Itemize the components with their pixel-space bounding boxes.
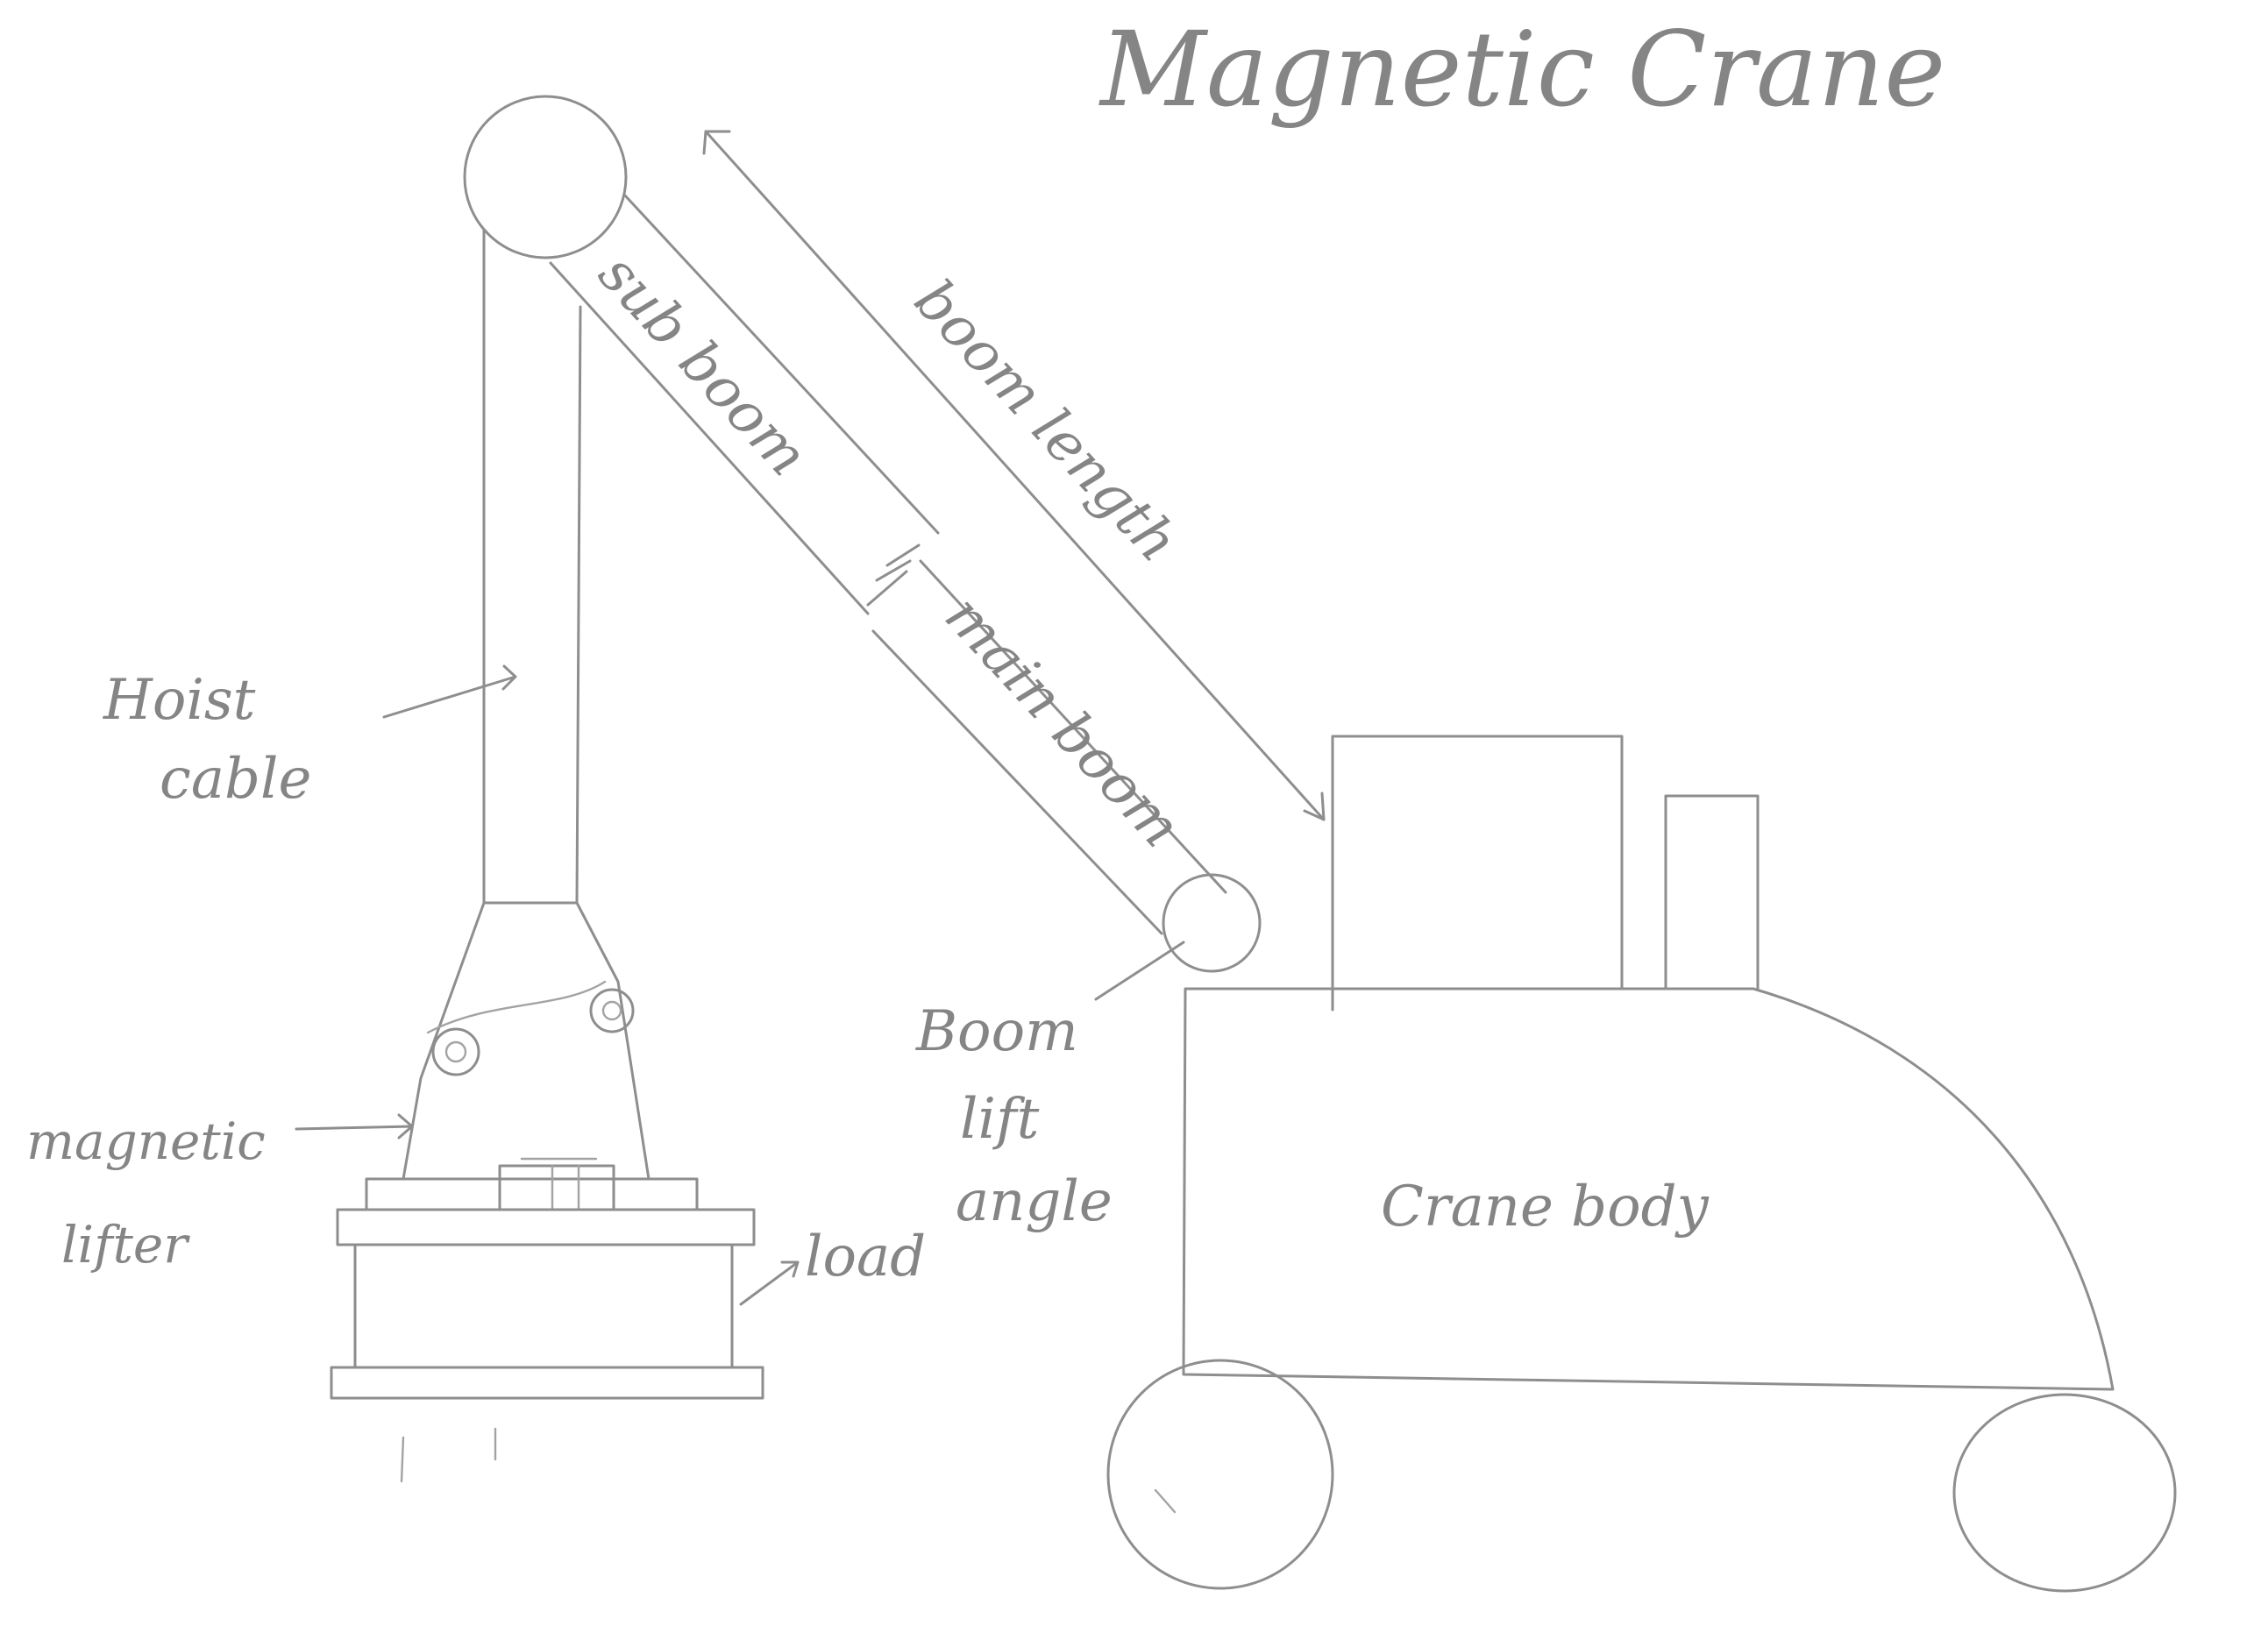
rear-wheel bbox=[1952, 1393, 2177, 1593]
label-angle: angle bbox=[956, 1169, 1113, 1234]
front-wheel bbox=[1106, 1359, 1334, 1590]
load-pointer bbox=[739, 1260, 800, 1306]
boom-pivot bbox=[1094, 873, 1262, 1001]
crane-wheels bbox=[1106, 1359, 2177, 1593]
label-boom: Boom bbox=[915, 999, 1078, 1064]
label-lifter: lifter bbox=[61, 1215, 190, 1275]
label-cable: cable bbox=[160, 747, 311, 812]
crane-body bbox=[1182, 735, 2115, 1391]
sub-boom bbox=[549, 193, 940, 615]
top-pulley bbox=[463, 95, 628, 259]
boom-length-arrow bbox=[702, 130, 1326, 821]
pointer-arrows bbox=[295, 664, 800, 1306]
hoist-cable-pointer bbox=[382, 664, 517, 719]
main-boom bbox=[871, 559, 1227, 935]
magnetic-lifter bbox=[402, 901, 651, 1181]
diagram-title: Magnetic Crane bbox=[1098, 9, 1945, 130]
label-magnetic: magnetic bbox=[26, 1111, 266, 1171]
label-boom-length: boom length bbox=[901, 268, 1190, 575]
label-load: load bbox=[805, 1225, 926, 1289]
label-lift: lift bbox=[960, 1087, 1040, 1152]
hoist-cable bbox=[482, 228, 582, 905]
magnetic-lifter-pointer bbox=[295, 1113, 414, 1140]
label-main-boom: main boom bbox=[932, 584, 1192, 860]
load bbox=[330, 1157, 764, 1483]
label-crane-body: Crane body bbox=[1381, 1175, 1710, 1239]
label-hoist: Hoist bbox=[103, 668, 256, 733]
